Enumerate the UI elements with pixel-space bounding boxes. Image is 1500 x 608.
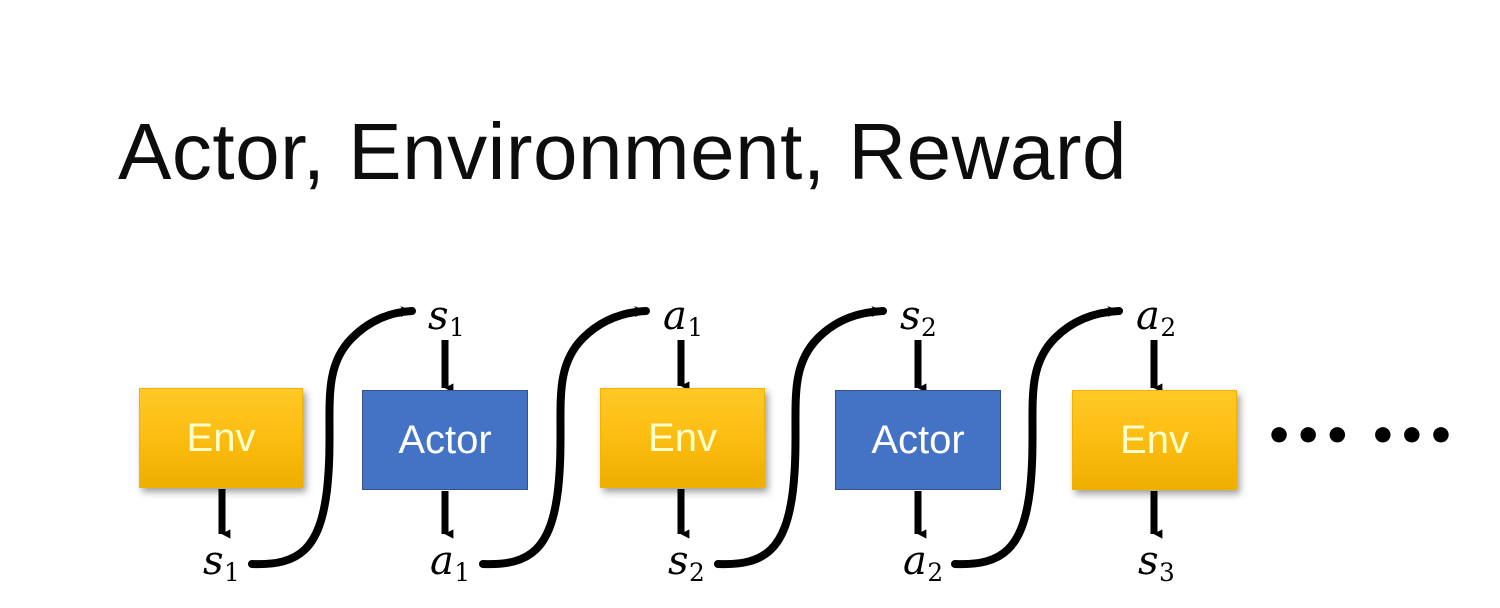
ellipsis-indicator: ••• ••• xyxy=(1265,411,1457,462)
node-box-label: Env xyxy=(648,416,717,460)
math-label-top-a2: a2 xyxy=(1136,296,1176,341)
math-subscript: 2 xyxy=(1160,313,1177,343)
math-label-bot-a2: a2 xyxy=(903,541,943,586)
node-box-env-2[interactable]: Env xyxy=(600,388,765,488)
math-base: a xyxy=(1136,293,1160,339)
node-box-env-3[interactable]: Env xyxy=(1072,390,1237,490)
math-label-top-s1: s1 xyxy=(428,296,465,341)
math-subscript: 2 xyxy=(927,558,944,588)
node-box-env-1[interactable]: Env xyxy=(139,388,303,488)
math-subscript: 1 xyxy=(449,313,465,343)
math-label-bot-a1: a1 xyxy=(430,541,470,586)
math-subscript: 1 xyxy=(224,558,240,588)
math-label-bot-s3: s3 xyxy=(1138,541,1175,586)
math-base: s xyxy=(428,293,449,339)
math-base: s xyxy=(1138,538,1159,584)
math-subscript: 2 xyxy=(921,313,937,343)
math-base: a xyxy=(903,538,927,584)
math-label-top-a1: a1 xyxy=(663,296,703,341)
math-label-bot-s1: s1 xyxy=(203,541,240,586)
node-box-actor-2[interactable]: Actor xyxy=(835,390,1001,490)
math-subscript: 1 xyxy=(687,313,704,343)
math-subscript: 2 xyxy=(689,558,705,588)
math-base: a xyxy=(430,538,454,584)
math-base: a xyxy=(663,293,687,339)
node-box-label: Env xyxy=(186,416,256,460)
math-base: s xyxy=(900,293,921,339)
math-subscript: 3 xyxy=(1159,558,1175,588)
page-title: Actor, Environment, Reward xyxy=(118,107,1127,196)
node-box-label: Actor xyxy=(398,418,492,462)
node-box-actor-1[interactable]: Actor xyxy=(362,390,528,490)
math-label-bot-s2: s2 xyxy=(668,541,705,586)
math-subscript: 1 xyxy=(454,558,471,588)
math-base: s xyxy=(203,538,224,584)
node-box-label: Env xyxy=(1120,418,1189,462)
math-base: s xyxy=(668,538,689,584)
math-label-top-s2: s2 xyxy=(900,296,937,341)
node-box-label: Actor xyxy=(871,418,965,462)
